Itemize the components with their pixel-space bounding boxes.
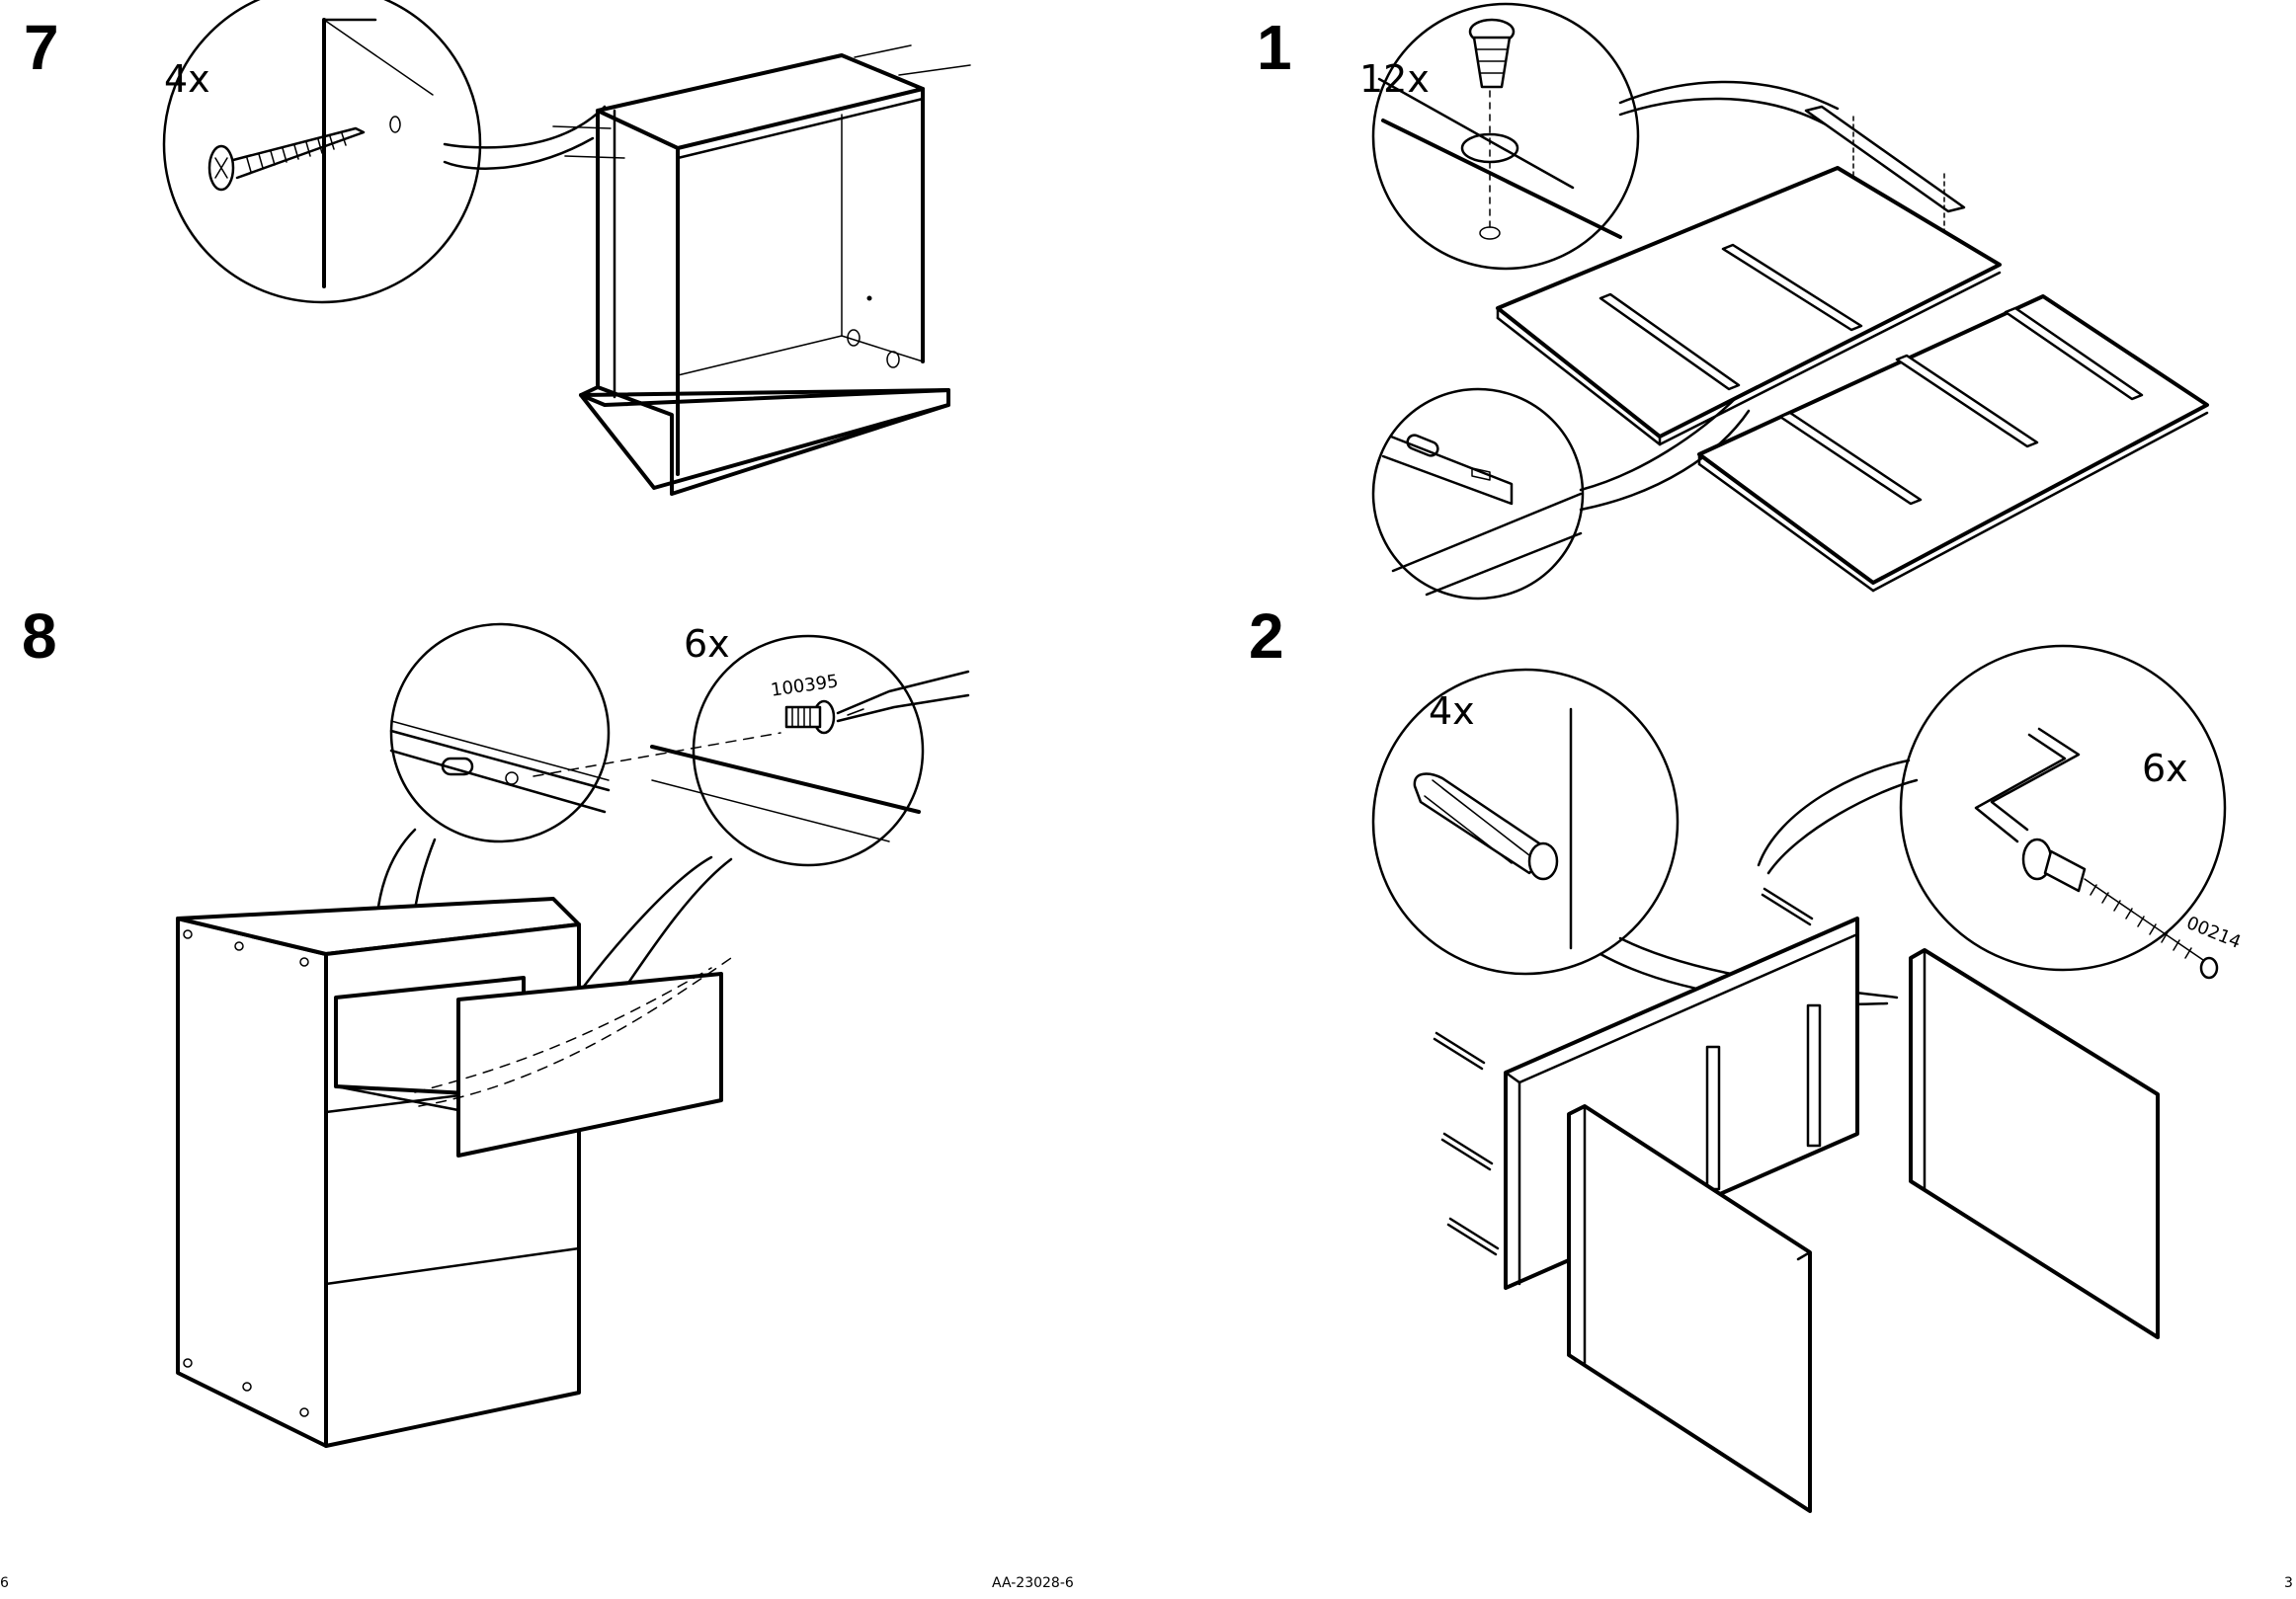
step-2-detail-circle-right	[1901, 646, 2225, 970]
cabinet-frame	[553, 45, 970, 494]
wooden-dowel-icon	[1415, 774, 1557, 879]
step-2-detail-circle-left	[1373, 670, 1678, 974]
step-8-detail-circle-left	[391, 624, 609, 841]
step-1-illustration	[1373, 4, 2207, 599]
chest-of-drawers	[178, 899, 731, 1446]
step-8-illustration	[178, 624, 968, 1446]
wood-screw-icon	[209, 128, 364, 190]
allen-key-icon	[1976, 729, 2079, 841]
screwdriver-icon	[838, 672, 968, 721]
cabinet-frame-parts	[1506, 919, 2158, 1511]
bolt-icon	[786, 701, 834, 733]
step-2-illustration	[1373, 646, 2225, 1511]
step-7-illustration	[164, 0, 970, 494]
step-8-detail-circle-right	[694, 636, 923, 865]
cam-lock-icon	[1470, 20, 1514, 87]
cam-bolt-icon	[2023, 839, 2217, 978]
